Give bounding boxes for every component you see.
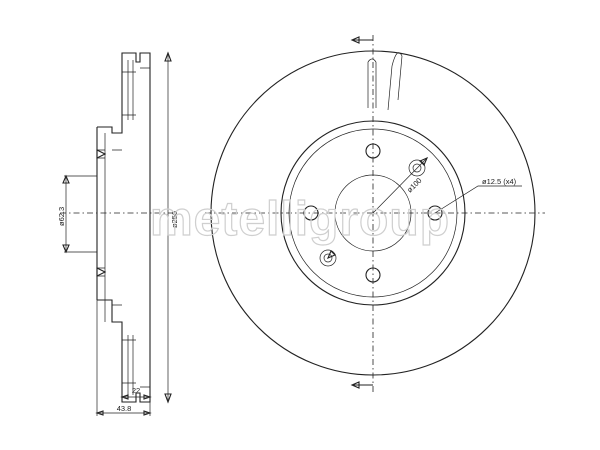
total-diameter-label: ø256 [170, 211, 179, 228]
hub-diameter-label: ø62.3 [57, 207, 66, 226]
side-view: ø62.3 ø256 22 43.8 [57, 51, 179, 416]
bolt-hole-right [427, 205, 443, 221]
bolt-circle-label: ø100 [405, 176, 423, 194]
bolt-holes-label: ø12.5 (x4) [482, 177, 517, 186]
total-height-label: 43.8 [117, 404, 132, 413]
front-view: ø100 ø12.5 (x4) [205, 35, 545, 392]
disc-thickness-label: 22 [132, 386, 140, 395]
watermark: metelligroup [150, 193, 450, 246]
